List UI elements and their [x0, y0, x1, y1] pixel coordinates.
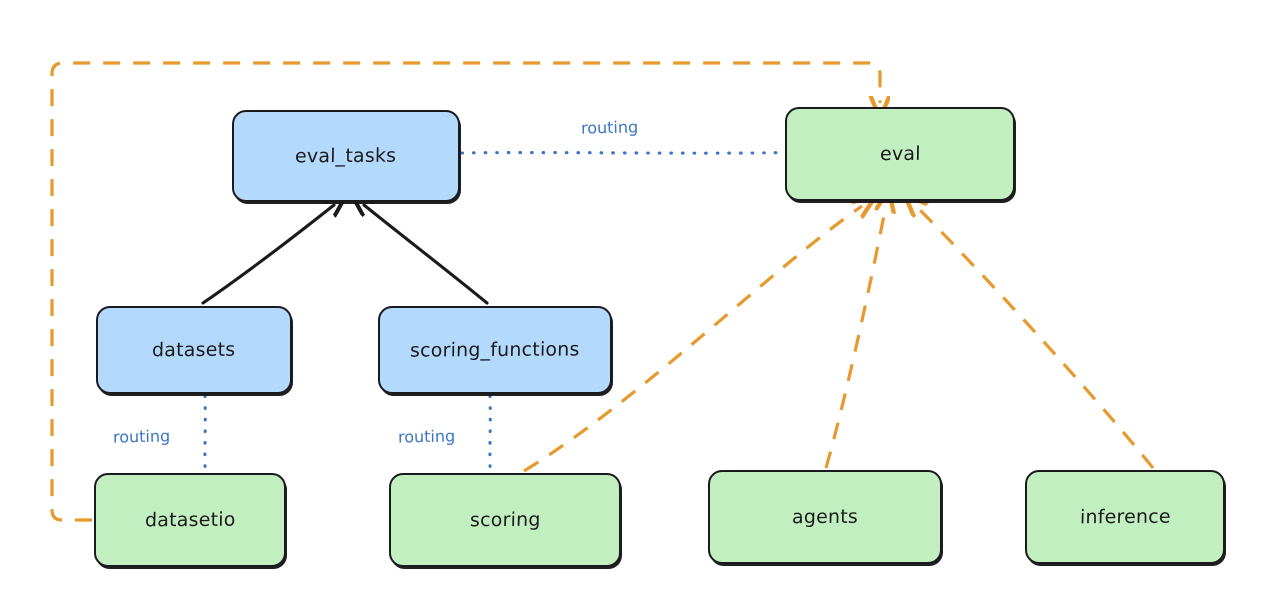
- edge-datasetio-to-eval: [50, 61, 880, 522]
- node-datasetio[interactable]: datasetio: [94, 473, 286, 567]
- edge-label-routing-eval: routing: [580, 117, 639, 138]
- edge-scoring_functions-to-eval_tasks: [364, 205, 489, 305]
- node-scoring-functions[interactable]: scoring_functions: [378, 306, 612, 394]
- node-label: agents: [791, 505, 859, 528]
- edge-agents-to-eval: [824, 205, 886, 469]
- node-label: eval: [879, 142, 921, 165]
- edge-eval_tasks-to-eval: [460, 151, 785, 155]
- node-label: scoring_functions: [409, 337, 581, 362]
- node-label: inference: [1079, 505, 1171, 528]
- node-label: datasetio: [144, 508, 236, 531]
- edge-label-routing-datasets: routing: [112, 426, 171, 447]
- node-scoring[interactable]: scoring: [389, 473, 621, 567]
- node-eval[interactable]: eval: [785, 107, 1015, 201]
- node-agents[interactable]: agents: [708, 470, 942, 564]
- node-eval-tasks[interactable]: eval_tasks: [232, 110, 460, 202]
- edge-inference-to-eval: [916, 206, 1155, 470]
- node-datasets[interactable]: datasets: [96, 306, 292, 394]
- edge-datasets-to-eval_tasks: [201, 205, 334, 305]
- node-inference[interactable]: inference: [1025, 470, 1225, 564]
- node-label: eval_tasks: [295, 144, 397, 167]
- node-label: scoring: [469, 508, 541, 531]
- node-label: datasets: [152, 338, 236, 361]
- edge-label-routing-scoring-functions: routing: [397, 426, 456, 447]
